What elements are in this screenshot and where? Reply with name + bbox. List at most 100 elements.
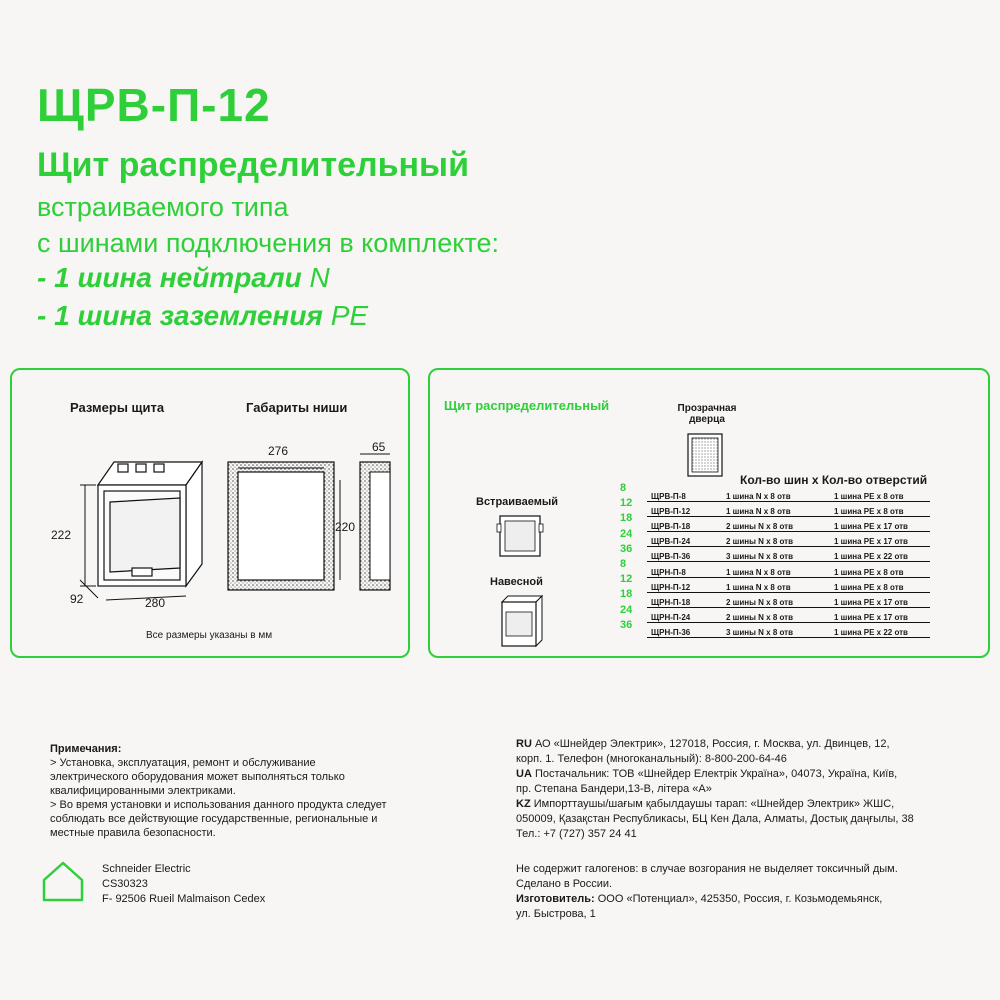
earth-bus-line: - 1 шина заземления PE [37,300,368,332]
ru-line: корп. 1. Телефон (многоканальный): 8-800… [516,753,787,765]
halogen-note: Не содержит галогенов: в случае возгоран… [516,863,898,875]
contacts-block: RU АО «Шнейдер Электрик», 127018, Россия… [516,737,986,842]
table-cell-pe: 1 шина PE х 22 отв [830,622,930,639]
dimensions-panel [10,368,410,658]
table-cell-pe: 1 шина PE х 8 отв [830,561,930,578]
niche-dims-label: Габариты ниши [246,400,348,415]
dimensions-drawing [79,453,391,601]
table-cell-pe: 1 шина PE х 17 отв [830,516,930,533]
depth-dimension: 92 [70,592,84,606]
kz-contact: KZ Импорттаушы/шағым қабылдаушы тарап: «… [516,797,986,812]
earth-symbol: PE [330,300,369,331]
surface-mounted-label: Навесной [490,576,543,588]
units-note: Все размеры указаны в мм [146,630,273,641]
module-count: 12 [620,573,633,586]
table-cell-model: ЩРВ-П-24 [647,531,722,548]
notes-line: квалифицированными электриками. [50,785,236,797]
module-count: 24 [620,603,633,616]
surface-enclosure-illustration [500,594,544,648]
ua-line: Постачальник: ТОВ «Шнейдер Електрік Укра… [531,768,898,780]
neutral-symbol: N [309,262,330,293]
kz-line: Импорттаушы/шағым қабылдаушы тарап: «Шне… [530,798,895,810]
table-cell-pe: 1 шина PE х 8 отв [830,501,930,517]
made-in-note: Сделано в России. [516,878,613,890]
models-panel [428,368,990,658]
table-cell-pe: 1 шина PE х 8 отв [830,577,930,593]
page-title: ЩРВ-П-12 [37,79,271,131]
kz-line: Тел.: +7 (727) 357 24 41 [516,828,637,840]
door-label-line2: дверца [689,414,725,425]
table-cell-n: 2 шины N х 8 отв [722,607,830,624]
table-cell-pe: 1 шина PE х 17 отв [830,607,930,624]
transparent-door-illustration [687,433,723,477]
table-cell-model: ЩРН-П-24 [647,607,722,624]
column-header: Кол-во шин х Кол-во отверстий [740,473,928,487]
table-cell-pe: 1 шина PE х 22 отв [830,546,930,563]
module-count: 36 [620,542,633,555]
table-cell-n: 1 шина N х 8 отв [722,561,830,578]
footer-block: Не содержит галогенов: в случае возгоран… [516,862,986,922]
table-cell-model: ЩРВ-П-12 [647,501,722,517]
niche-front-illustration [227,461,341,591]
table-cell-model: ЩРВ-П-8 [647,486,722,502]
company-name: Schneider Electric [102,863,191,875]
table-cell-pe: 1 шина PE х 8 отв [830,486,930,502]
table-cell-n: 3 шины N х 8 отв [722,546,830,563]
neutral-bus-line: - 1 шина нейтрали N [37,262,330,294]
table-cell-n: 2 шины N х 8 отв [722,516,830,533]
table-cell-model: ЩРВ-П-36 [647,546,722,563]
door-label-line1: Прозрачная [677,403,737,414]
table-cell-n: 3 шины N х 8 отв [722,622,830,639]
table-cell-n: 1 шина N х 8 отв [722,577,830,593]
notes-line: > Установка, эксплуатация, ремонт и обсл… [50,757,316,769]
table-cell-pe: 1 шина PE х 17 отв [830,592,930,609]
niche-height-dimension: 220 [335,520,356,534]
enclosure-dims-label: Размеры щита [70,400,165,415]
notes-line: местные правила безопасности. [50,827,216,839]
table-cell-model: ЩРВ-П-18 [647,516,722,533]
house-icon [42,861,84,902]
table-cell-model: ЩРН-П-8 [647,561,722,578]
table-cell-pe: 1 шина PE х 17 отв [830,531,930,548]
width-dimension: 280 [145,596,166,610]
kz-code: KZ [516,798,531,810]
module-count: 18 [620,588,633,601]
module-count: 36 [620,618,633,631]
enclosure-illustration [96,460,204,588]
earth-bus-text: - 1 шина заземления [37,300,323,331]
table-cell-model: ЩРН-П-12 [647,577,722,593]
table-cell-n: 2 шины N х 8 отв [722,531,830,548]
ua-code: UA [516,768,532,780]
notes-line: электрического оборудования может выполн… [50,771,345,783]
enclosure-dimension-lines [79,484,187,601]
maker-label: Изготовитель: [516,893,595,905]
ru-code: RU [516,738,532,750]
company-block: Schneider Electric CS30323 F- 92506 Ruei… [102,862,265,907]
ru-line: АО «Шнейдер Электрик», 127018, Россия, г… [531,738,890,750]
module-count: 24 [620,527,633,540]
door-label: Прозрачная дверца [672,403,742,425]
company-address: F- 92506 Rueil Malmaison Cedex [102,893,266,905]
ua-line: пр. Степана Бандери,13-В, літера «А» [516,783,712,795]
niche-width-dimension: 276 [268,444,289,458]
models-panel-title: Щит распределительный [444,398,610,413]
ru-contact: RU АО «Шнейдер Электрик», 127018, Россия… [516,737,986,752]
flush-mounted-label: Встраиваемый [476,496,559,508]
maker-line: Изготовитель: ООО «Потенциал», 425350, Р… [516,892,986,907]
table-cell-n: 2 шины N х 8 отв [722,592,830,609]
module-count: 18 [620,512,633,525]
kz-line: 050009, Қазақстан Республикасы, БЦ Кен Д… [516,813,914,825]
notes-line: соблюдать все действующие государственны… [50,813,378,825]
notes-line: > Во время установки и использования дан… [50,799,387,811]
maker-text: ул. Быстрова, 1 [516,908,596,920]
neutral-bus-text: - 1 шина нейтрали [37,262,302,293]
